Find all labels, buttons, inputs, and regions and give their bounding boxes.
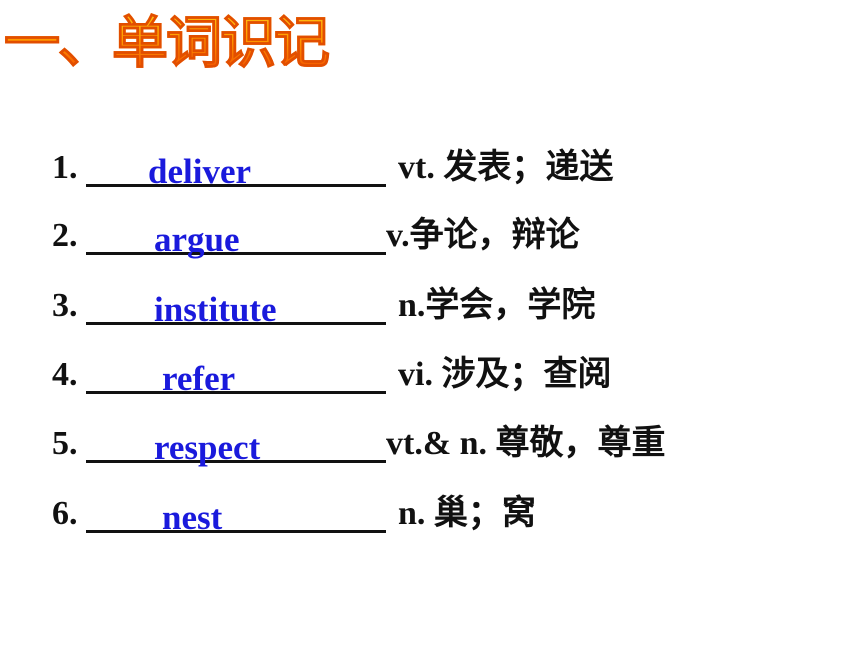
- item-number: 6.: [52, 495, 78, 532]
- vocab-item: 1. deliver vt. 发表；递送: [52, 148, 852, 204]
- answer-word: nest: [162, 498, 223, 537]
- word-meaning: n.学会，学院: [398, 287, 596, 324]
- answer-word: refer: [162, 359, 236, 398]
- item-number: 3.: [52, 287, 78, 324]
- answer-word: deliver: [148, 152, 252, 191]
- item-number: 1.: [52, 149, 78, 186]
- item-number: 5.: [52, 425, 78, 462]
- vocab-item: 3. institute n.学会，学院: [52, 286, 852, 342]
- vocab-item: 4. refer vi. 涉及；查阅: [52, 355, 852, 411]
- answer-blank-line: [86, 391, 386, 394]
- answer-blank-line: [86, 460, 386, 463]
- vocab-item: 5. respect vt.& n. 尊敬，尊重: [52, 424, 852, 480]
- item-number: 4.: [52, 356, 78, 393]
- word-meaning: vi. 涉及；查阅: [398, 356, 612, 393]
- item-number: 2.: [52, 217, 78, 254]
- word-meaning: vt.& n. 尊敬，尊重: [386, 425, 666, 462]
- answer-blank-line: [86, 252, 386, 255]
- answer-word: argue: [154, 220, 240, 259]
- answer-blank-line: [86, 322, 386, 325]
- vocab-item: 6. nest n. 巢；窝: [52, 494, 852, 550]
- word-meaning: n. 巢；窝: [398, 495, 536, 532]
- answer-word: institute: [154, 290, 277, 329]
- answer-blank-line: [86, 184, 386, 187]
- word-meaning: vt. 发表；递送: [398, 149, 614, 186]
- section-title: 一、单词识记: [4, 4, 331, 84]
- answer-blank-line: [86, 530, 386, 533]
- answer-word: respect: [154, 428, 261, 467]
- word-meaning: v.争论，辩论: [386, 217, 580, 254]
- vocab-item: 2. argue v.争论，辩论: [52, 216, 852, 272]
